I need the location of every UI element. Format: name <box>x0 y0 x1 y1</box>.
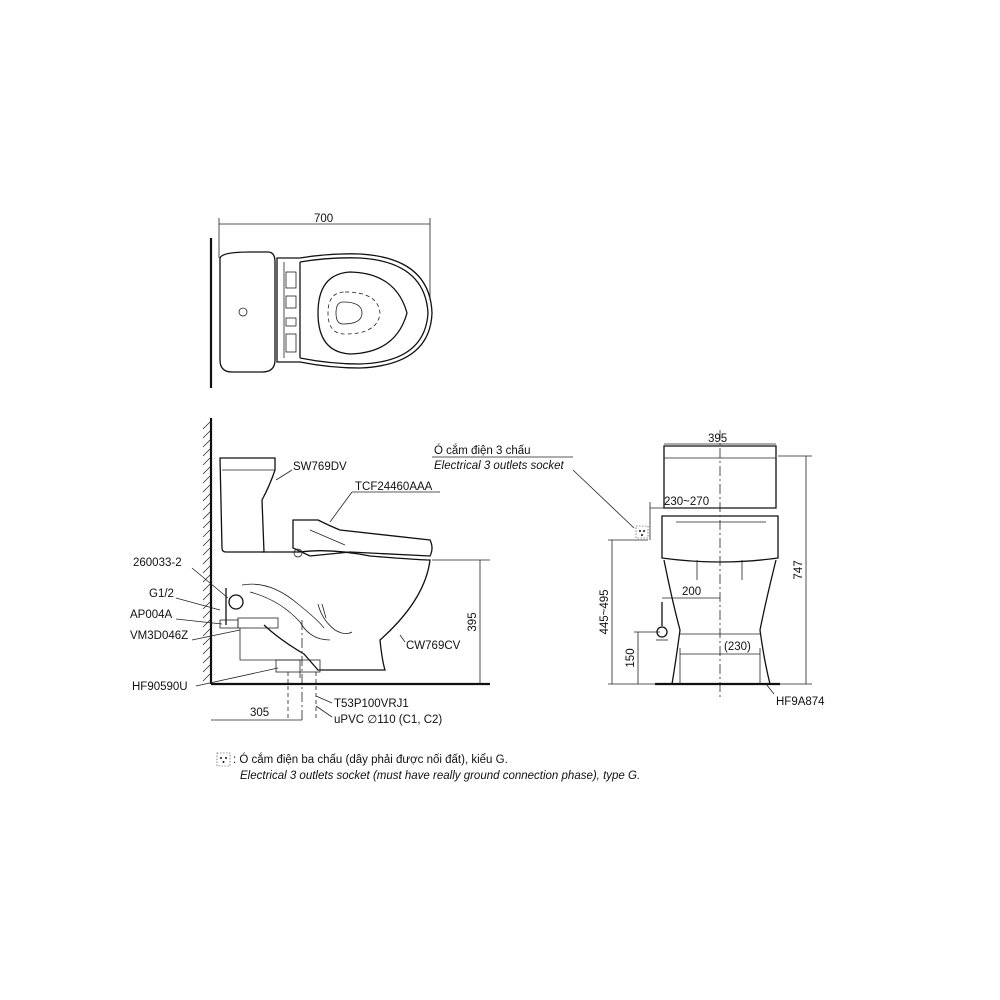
wall-hatch-mark <box>202 610 211 619</box>
wall-hatch-mark <box>202 565 211 574</box>
label-seat: TCF24460AAA <box>355 481 433 493</box>
socket-label-vi: Ó cắm điện 3 chấu <box>434 444 531 457</box>
base-width-dim: (230) <box>724 641 751 653</box>
front-view-seat <box>661 515 779 563</box>
wall-hatch-mark <box>202 646 211 655</box>
label-hose: AP004A <box>130 609 173 621</box>
label-stop-valve: VM3D046Z <box>130 630 188 642</box>
wall-hatch-mark <box>202 601 211 610</box>
label-valve: 260033-2 <box>133 557 182 569</box>
wall-hatch-mark <box>202 466 211 475</box>
wall-hatch-mark <box>202 484 211 493</box>
label-bowl: CW769CV <box>406 640 461 652</box>
front-width-dim: 395 <box>708 433 727 445</box>
wall-hatch-mark <box>202 448 211 457</box>
label-pipe-fitting: T53P100VRJ1 <box>334 698 409 710</box>
label-tank: SW769DV <box>293 461 347 473</box>
wall-hatch-mark <box>202 664 211 673</box>
wall-hatch-mark <box>202 430 211 439</box>
front-view-socket-icon <box>635 525 649 539</box>
label-fixing: HF9A874 <box>776 696 825 708</box>
wall-hatch-mark <box>202 475 211 484</box>
wall-hatch-mark <box>202 457 211 466</box>
supply-height-dim: 150 <box>625 648 637 667</box>
wall-hatch-mark <box>202 529 211 538</box>
footnote: : Ó cắm điện ba chấu (dây phải được nối … <box>216 752 640 782</box>
socket-label-en: Electrical 3 outlets socket <box>434 460 565 472</box>
wall-hatch-mark <box>202 583 211 592</box>
top-view-bowl-opening <box>317 271 408 355</box>
wall-hatch-mark <box>202 502 211 511</box>
top-view-width-dim: 700 <box>314 213 333 225</box>
note-en: Electrical 3 outlets socket (must have r… <box>240 770 640 782</box>
top-view-flush-button <box>238 307 248 317</box>
rough-in-dim: 305 <box>250 707 269 719</box>
wall-hatch-mark <box>202 619 211 628</box>
socket-offset-dim: 230~270 <box>664 496 709 508</box>
wall-hatch-mark <box>202 574 211 583</box>
label-pipe: uPVC ∅110 (C1, C2) <box>334 714 442 726</box>
wall-hatch-mark <box>202 628 211 637</box>
wall-hatch-mark <box>202 493 211 502</box>
side-view-tank <box>219 457 276 553</box>
wall-hatch-mark <box>202 655 211 664</box>
front-view: 395 747 445~495 150 230~270 200 (230) <box>432 430 825 708</box>
wall-hatch-mark <box>202 592 211 601</box>
wall-hatch-mark <box>202 439 211 448</box>
wall-hatch-mark <box>202 421 211 430</box>
wall-hatch-mark <box>202 637 211 646</box>
top-view-tank <box>219 251 276 373</box>
side-view-flange <box>275 659 321 673</box>
socket-symbol-icon <box>216 752 231 767</box>
wall-hatch-mark <box>202 673 211 682</box>
wall-hatch-mark <box>202 556 211 565</box>
side-view: 395 305 SW769DV TCF24460AAA CW769CV 2600… <box>130 418 490 726</box>
total-height-dim: 747 <box>793 560 805 579</box>
side-view-seat <box>292 519 433 557</box>
side-view-bowl <box>262 550 431 671</box>
wall-hatch <box>202 421 211 682</box>
top-view: 700 <box>209 213 433 388</box>
front-view-tank <box>663 445 777 509</box>
side-view-stop-valve <box>228 594 244 610</box>
label-thread: G1/2 <box>149 588 174 600</box>
wall-hatch-mark <box>202 547 211 556</box>
top-view-seat <box>276 253 433 369</box>
wall-hatch-mark <box>202 520 211 529</box>
wall-hatch-mark <box>202 538 211 547</box>
supply-offset-dim: 200 <box>682 586 701 598</box>
socket-height-dim: 445~495 <box>599 589 611 634</box>
bowl-height-dim: 395 <box>467 612 479 631</box>
label-flange: HF90590U <box>132 681 188 693</box>
note-vi: : Ó cắm điện ba chấu (dây phải được nối … <box>233 753 508 766</box>
wall-hatch-mark <box>202 511 211 520</box>
